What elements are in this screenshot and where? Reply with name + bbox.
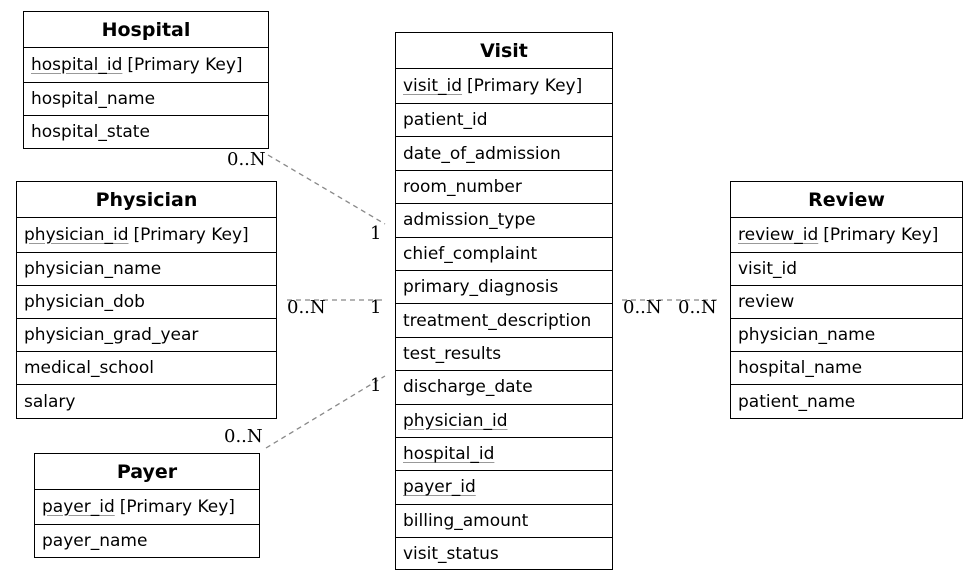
- payer-pk: payer_id: [42, 497, 115, 517]
- hospital-pk-suffix: [Primary Key]: [127, 55, 243, 75]
- physician-attr: physician_name: [17, 253, 276, 286]
- payer-visit-to-card: 1: [370, 375, 382, 396]
- hospital-pk: hospital_id: [31, 55, 123, 75]
- hospital-attr: hospital_state: [31, 122, 150, 142]
- visit-attr: date_of_admission: [396, 137, 612, 171]
- payer-attr: payer_name: [42, 531, 148, 551]
- review-attr: visit_id: [731, 253, 962, 286]
- physician-visit-to-card: 1: [370, 297, 382, 318]
- hospital-title: Hospital: [24, 12, 268, 48]
- visit-fk-row: payer_id: [396, 471, 612, 505]
- hospital-attr: hospital_name: [24, 83, 268, 116]
- visit-pk-row: visit_id [Primary Key]: [396, 69, 612, 104]
- physician-entity[interactable]: Physician physician_id [Primary Key] phy…: [16, 181, 277, 419]
- visit-attr: billing_amount: [396, 505, 612, 539]
- visit-entity[interactable]: Visit visit_id [Primary Key] patient_id …: [395, 32, 613, 570]
- visit-fk: payer_id: [403, 477, 476, 498]
- hospital-entity[interactable]: Hospital hospital_id [Primary Key] hospi…: [23, 11, 269, 149]
- physician-title: Physician: [17, 182, 276, 218]
- review-attr: hospital_name: [731, 352, 962, 385]
- physician-pk-suffix: [Primary Key]: [133, 225, 249, 245]
- physician-attr: physician_dob: [17, 286, 276, 319]
- visit-attr: primary_diagnosis: [396, 271, 612, 305]
- payer-visit-from-card: 0..N: [224, 426, 263, 447]
- hospital-visit-line: [267, 154, 386, 225]
- visit-attr: visit_status: [403, 544, 499, 565]
- visit-attr: discharge_date: [396, 371, 612, 405]
- visit-pk-suffix: [Primary Key]: [467, 76, 583, 96]
- payer-visit-line: [265, 375, 386, 449]
- visit-attr: chief_complaint: [396, 238, 612, 271]
- visit-attr: test_results: [396, 338, 612, 372]
- physician-attr: salary: [24, 391, 76, 412]
- visit-attr: room_number: [396, 171, 612, 205]
- review-attr: review: [731, 286, 962, 319]
- physician-pk-row: physician_id [Primary Key]: [17, 218, 276, 253]
- visit-fk-row: hospital_id: [396, 438, 612, 472]
- physician-visit-from-card: 0..N: [287, 297, 326, 318]
- visit-fk: physician_id: [403, 410, 508, 431]
- visit-pk: visit_id: [403, 76, 463, 96]
- visit-fk: hospital_id: [403, 444, 495, 465]
- physician-attr: physician_grad_year: [17, 319, 276, 352]
- review-pk-suffix: [Primary Key]: [823, 225, 939, 245]
- review-entity[interactable]: Review review_id [Primary Key] visit_id …: [730, 181, 963, 419]
- visit-review-to-card: 0..N: [678, 297, 717, 318]
- hospital-pk-row: hospital_id [Primary Key]: [24, 48, 268, 83]
- review-pk-row: review_id [Primary Key]: [731, 218, 962, 253]
- visit-attr: admission_type: [396, 204, 612, 238]
- payer-entity[interactable]: Payer payer_id [Primary Key] payer_name: [34, 453, 260, 558]
- visit-attr: treatment_description: [396, 304, 612, 338]
- review-title: Review: [731, 182, 962, 218]
- hospital-visit-to-card: 1: [370, 223, 382, 244]
- review-attr: physician_name: [731, 319, 962, 352]
- payer-pk-suffix: [Primary Key]: [119, 497, 235, 517]
- visit-title: Visit: [396, 33, 612, 69]
- visit-fk-row: physician_id: [396, 405, 612, 438]
- visit-review-from-card: 0..N: [623, 297, 662, 318]
- hospital-visit-from-card: 0..N: [227, 149, 266, 170]
- payer-pk-row: payer_id [Primary Key]: [35, 490, 259, 525]
- physician-pk: physician_id: [24, 225, 129, 245]
- visit-attr: patient_id: [396, 104, 612, 138]
- payer-title: Payer: [35, 454, 259, 490]
- review-attr: patient_name: [738, 391, 856, 412]
- physician-attr: medical_school: [17, 352, 276, 385]
- review-pk: review_id: [738, 225, 819, 245]
